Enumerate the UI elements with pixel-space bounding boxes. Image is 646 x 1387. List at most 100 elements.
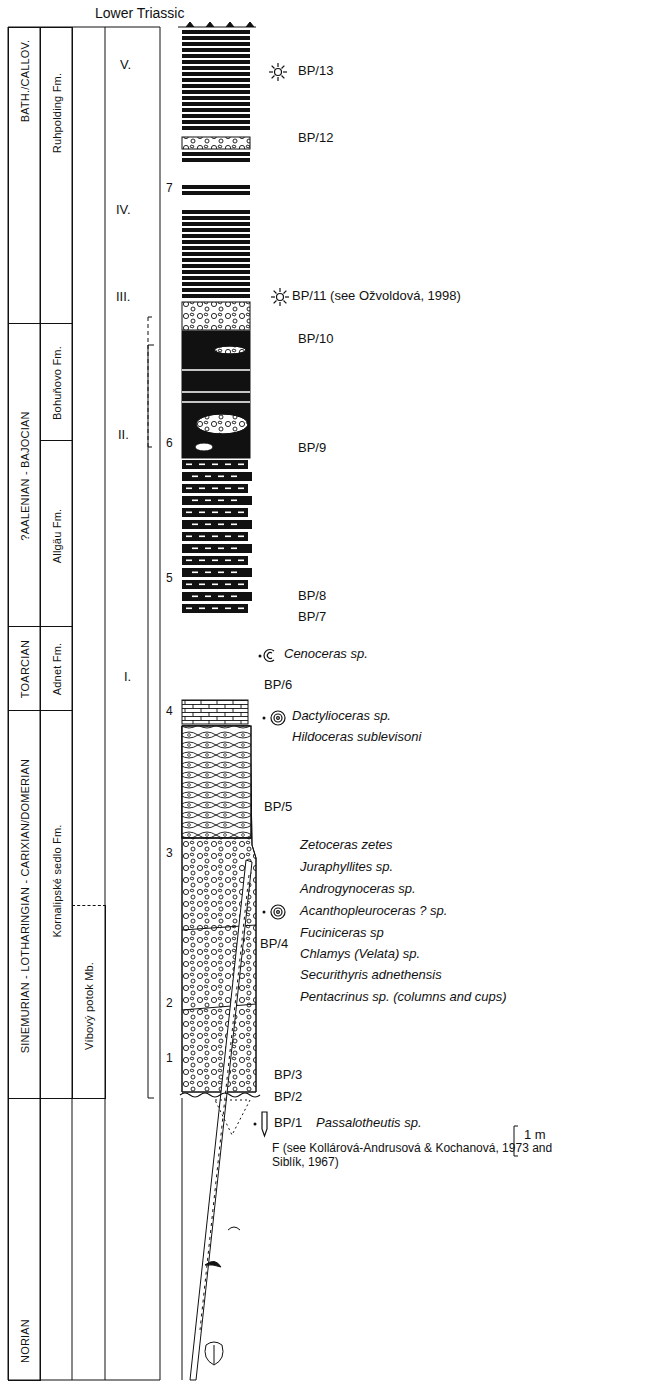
bed-dash: [199, 536, 205, 538]
stage-band: ?AALENIAN - BAJOCIAN: [8, 323, 41, 627]
sample-label: BP/12: [298, 131, 333, 146]
sample-label: BP/2: [274, 1090, 302, 1105]
member-band: Víbový potok Mb.: [72, 905, 106, 1099]
bed-number: 5: [166, 572, 173, 586]
column-frame: [8, 22, 256, 1380]
bed-dash: [212, 560, 218, 562]
bed: [182, 520, 252, 529]
fossil-name: Hildoceras sublevisoni: [292, 730, 421, 745]
header-label: Lower Triassic: [95, 5, 184, 21]
sample-label: BP/4: [260, 937, 288, 952]
unit-name: Víbový potok Mb.: [84, 962, 95, 1050]
bed: [182, 580, 248, 589]
bed-dash: [218, 596, 224, 598]
bed: [182, 210, 250, 214]
bed: [182, 152, 250, 156]
bed: [182, 246, 250, 250]
bed: [182, 120, 250, 124]
bed-dash: [186, 608, 192, 610]
bed-dash: [225, 512, 231, 514]
bed: [182, 568, 252, 577]
unit-name: Bohuňovo Fm.: [51, 346, 62, 420]
bed: [182, 264, 250, 268]
bed-number: 2: [166, 997, 173, 1011]
bed: [182, 472, 252, 481]
bed-dash: [192, 500, 198, 502]
bed-dash: [218, 524, 224, 526]
bed: [182, 96, 250, 100]
bed: [182, 191, 250, 195]
bed: [182, 60, 250, 64]
bed-dash: [231, 596, 237, 598]
formation-band: Allgäu Fm.: [40, 440, 73, 627]
bed: [182, 460, 248, 469]
bed: [182, 48, 250, 52]
formation-band: Kornalipské sedlo Fm.: [40, 710, 73, 1099]
fossil-name: Acanthopleuroceras ? sp.: [300, 904, 447, 919]
adnet-limestone: [182, 700, 248, 724]
bed: [182, 84, 250, 88]
bed-dash: [186, 536, 192, 538]
bed: [182, 252, 250, 256]
sample-label: BP/8: [298, 589, 326, 604]
bed-dash: [205, 500, 211, 502]
bed: [182, 78, 250, 82]
unit-numeral: IV.: [116, 203, 131, 218]
bed-dash: [192, 596, 198, 598]
bed-dash: [199, 488, 205, 490]
bed: [182, 72, 250, 76]
bed-dash: [238, 512, 244, 514]
bed-dash: [205, 596, 211, 598]
bed: [182, 54, 250, 58]
bed-dash: [225, 536, 231, 538]
bed-dash: [212, 512, 218, 514]
bed-dash: [231, 572, 237, 574]
bed: [182, 216, 250, 220]
bed-dash: [205, 572, 211, 574]
bed-dash: [199, 608, 205, 610]
bed-number: 6: [166, 437, 173, 451]
bed-dash: [231, 476, 237, 478]
bed-dash: [218, 500, 224, 502]
unit-numeral: III.: [116, 290, 130, 305]
unit-name: Ruhpolding Fm.: [51, 73, 62, 153]
bed-dash: [192, 548, 198, 550]
bed-dash: [231, 548, 237, 550]
fossil-name: Chlamys (Velata) sp.: [300, 947, 420, 962]
bed: [182, 158, 250, 162]
sample-label: BP/7: [298, 610, 326, 625]
breccia: [182, 726, 256, 1380]
bed-dash: [218, 476, 224, 478]
bed: [182, 90, 250, 94]
bed: [182, 228, 250, 232]
bed: [182, 294, 250, 298]
bed: [182, 556, 248, 565]
bed-dash: [218, 572, 224, 574]
bed: [182, 270, 250, 274]
bed-dash: [225, 560, 231, 562]
bed-dash: [225, 464, 231, 466]
chert-shale-beds: [182, 30, 250, 298]
fossil-name: Dactylioceras sp.: [292, 709, 391, 724]
fossil-name: Pentacrinus sp. (columns and cups): [300, 990, 507, 1005]
bed-dash: [186, 560, 192, 562]
bed: [182, 532, 248, 541]
bed-dash: [212, 608, 218, 610]
bed-dash: [225, 608, 231, 610]
unit-name: NORIAN: [19, 1319, 30, 1363]
fossil-symbols: [254, 650, 286, 1137]
bed: [182, 592, 252, 601]
bed-dash: [199, 584, 205, 586]
formation-band: Ruhpolding Fm.: [40, 27, 73, 324]
bed-dash: [238, 488, 244, 490]
bed-number: 3: [166, 847, 173, 861]
bed: [182, 234, 250, 238]
norian-limestone: [182, 1098, 250, 1380]
bed-dash: [205, 476, 211, 478]
bed-dash: [212, 536, 218, 538]
bed: [182, 604, 248, 613]
fossil-name: Juraphyllites sp.: [300, 860, 393, 875]
fossil-name: Fuciniceras sp: [300, 926, 384, 941]
unit-name: ?AALENIAN - BAJOCIAN: [19, 411, 30, 540]
conglomerate-beds: [182, 137, 250, 458]
